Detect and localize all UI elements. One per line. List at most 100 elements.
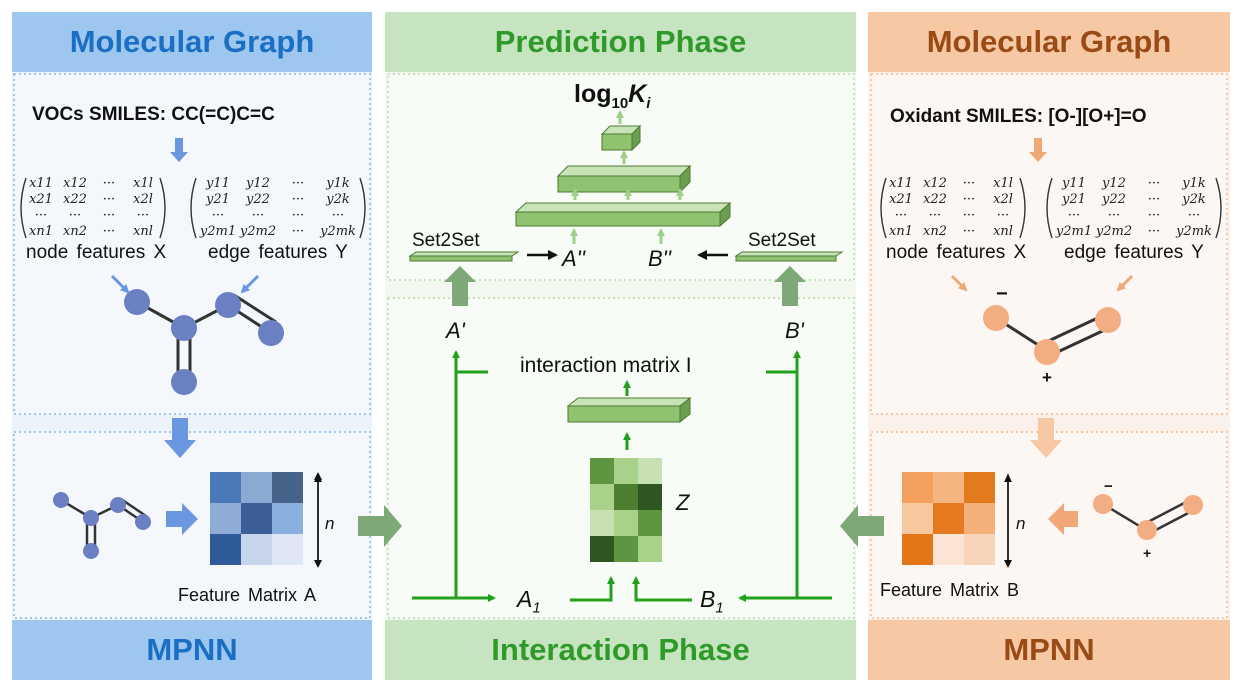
b1-letter: B <box>700 586 716 612</box>
set2set-left-label: Set2Set <box>412 230 480 251</box>
output-log: log <box>574 80 612 108</box>
left-smiles-arrow <box>170 138 188 162</box>
right-dim-label: n <box>1016 514 1026 533</box>
matrix-cell: y2m1 <box>1055 224 1093 239</box>
a-double-prime-label: A'' <box>562 246 586 271</box>
matrix-cell: y2k <box>1182 192 1206 207</box>
right-small-plus-charge: + <box>1143 545 1152 561</box>
matrix-cell: ··· <box>291 208 305 223</box>
left-feature-matrix-label: Feature Matrix A <box>178 585 317 605</box>
matrix-cell: ··· <box>1187 208 1201 223</box>
matrix-cell: x1l <box>993 176 1013 191</box>
right-matrix-y-brackets <box>1046 177 1222 239</box>
b-prime-up-arrow <box>774 266 806 306</box>
left-to-matrix-arrow <box>166 503 198 535</box>
right-molecule-large <box>983 305 1121 365</box>
matrix-cell: ··· <box>1067 208 1081 223</box>
a-prime-label: A' <box>446 318 465 343</box>
matrix-cell: y11 <box>1062 176 1086 191</box>
right-smiles-arrow <box>1029 138 1047 162</box>
matrix-cell: ··· <box>211 208 225 223</box>
right-to-center-arrow <box>840 505 884 547</box>
matrix-cell: xn1 <box>889 224 913 239</box>
right-edge-arrow <box>1116 274 1134 292</box>
matrix-cell: y11 <box>206 176 230 191</box>
interaction-flows <box>412 350 832 602</box>
matrix-cell: ··· <box>102 224 116 239</box>
matrix-cell: x2l <box>993 192 1013 207</box>
matrix-cell: x2l <box>133 192 153 207</box>
matrix-cell: y2mk <box>320 224 356 239</box>
matrix-cell: ··· <box>1147 192 1161 207</box>
matrix-cell: y2m1 <box>199 224 237 239</box>
right-to-matrix-arrow <box>1048 503 1078 535</box>
matrix-cell: y22 <box>246 192 270 207</box>
right-feature-matrix-label: Feature Matrix B <box>880 580 1020 600</box>
matrix-cell: x22 <box>63 192 87 207</box>
left-molecule-small <box>53 492 151 559</box>
left-dim-label: n <box>325 514 335 533</box>
right-bottom-header: MPNN <box>868 620 1230 680</box>
right-plus-charge: + <box>1042 368 1052 387</box>
matrix-cell: ··· <box>251 208 265 223</box>
right-molecule-small <box>1093 494 1203 540</box>
z-label: Z <box>676 490 690 515</box>
matrix-cell: xn2 <box>923 224 947 239</box>
matrix-cell: y2mk <box>1176 224 1212 239</box>
prediction-network <box>514 124 732 228</box>
matrix-cell: ··· <box>68 208 82 223</box>
left-molecule-large <box>124 289 284 395</box>
right-edge-features-label: edge features Y <box>1064 242 1204 263</box>
matrix-cell: y1k <box>1182 176 1206 191</box>
matrix-cell: x11 <box>29 176 53 191</box>
a-prime-up-arrow <box>444 266 476 306</box>
matrix-cell: ··· <box>34 208 48 223</box>
b-double-prime-label: B'' <box>648 246 672 271</box>
matrix-row: ············ <box>1054 208 1214 224</box>
matrix-cell: xnl <box>133 224 153 239</box>
matrix-cell: x12 <box>63 176 87 191</box>
matrix-row: y11 y12 ··· y1k <box>1054 176 1214 192</box>
matrix-cell: xnl <box>993 224 1013 239</box>
set2set-right-bar <box>734 251 844 262</box>
right-feature-matrix-grid <box>902 472 995 565</box>
matrix-cell: ··· <box>1147 224 1161 239</box>
z-matrix-grid <box>590 458 662 562</box>
matrix-row: ············ <box>198 208 358 224</box>
output-log-base: 10 <box>611 95 629 112</box>
output-label: log10Ki <box>574 80 650 112</box>
right-small-minus-charge: − <box>1104 478 1113 495</box>
left-down-arrow <box>164 418 196 458</box>
matrix-cell: y2m2 <box>239 224 277 239</box>
right-smiles-label: Oxidant SMILES: [O-][O+]=O <box>890 106 1147 127</box>
a1-label: A1 <box>517 586 541 617</box>
matrix-cell: ··· <box>291 192 305 207</box>
matrix-cell: ··· <box>962 224 976 239</box>
matrix-cell: ··· <box>894 208 908 223</box>
a1-letter: A <box>517 586 533 612</box>
interaction-matrix-label: interaction matrix I <box>520 354 692 377</box>
right-node-features-label: node features X <box>886 242 1027 263</box>
matrix-cell: y12 <box>1102 176 1126 191</box>
left-top-header: Molecular Graph <box>12 12 372 72</box>
matrix-cell: ··· <box>1147 176 1161 191</box>
matrix-cell: ··· <box>102 192 116 207</box>
b-prime-label: B' <box>785 318 804 343</box>
matrix-cell: ··· <box>1147 208 1161 223</box>
left-node-arrow <box>110 274 130 294</box>
matrix-cell: x22 <box>923 192 947 207</box>
b1-subscript: 1 <box>715 599 724 617</box>
output-k-sub: i <box>646 95 651 112</box>
left-to-center-arrow <box>358 505 402 547</box>
